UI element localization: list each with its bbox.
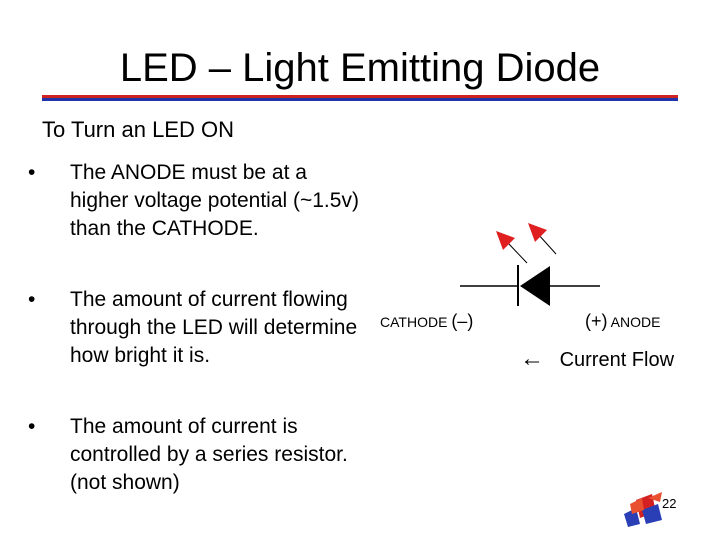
bullet-marker: • [28,415,36,438]
diode-triangle [520,266,550,306]
anode-sign: (+) [585,311,608,331]
anode-label-text: ANODE [610,314,661,330]
current-flow: ← Current Flow [520,345,674,374]
light-arrow-line [507,242,528,264]
anode-label: (+) ANODE [585,311,660,332]
logo-icon [624,492,662,527]
title-rule-blue [42,98,678,101]
bullet-marker: • [28,161,36,184]
slide-title: LED – Light Emitting Diode [119,46,601,90]
bullet-text: The ANODE must be at a higher voltage po… [70,161,359,240]
cathode-label-text: CATHODE [380,314,448,330]
light-arrow-line [537,233,557,255]
bullet-text: The amount of current flowing through th… [70,288,358,367]
slide-subtitle: To Turn an LED ON [42,117,234,142]
current-flow-label: Current Flow [559,349,675,371]
cathode-sign: (–) [451,311,474,331]
cathode-label: CATHODE (–) [380,311,473,332]
page-number: 22 [662,496,677,511]
light-arrow-head [496,231,515,250]
light-arrow-head [528,223,547,242]
bullet-marker: • [28,288,36,311]
title-rule-red [42,95,678,98]
bullet-text: The amount of current is controlled by a… [70,415,348,494]
left-arrow-icon: ← [520,345,544,372]
